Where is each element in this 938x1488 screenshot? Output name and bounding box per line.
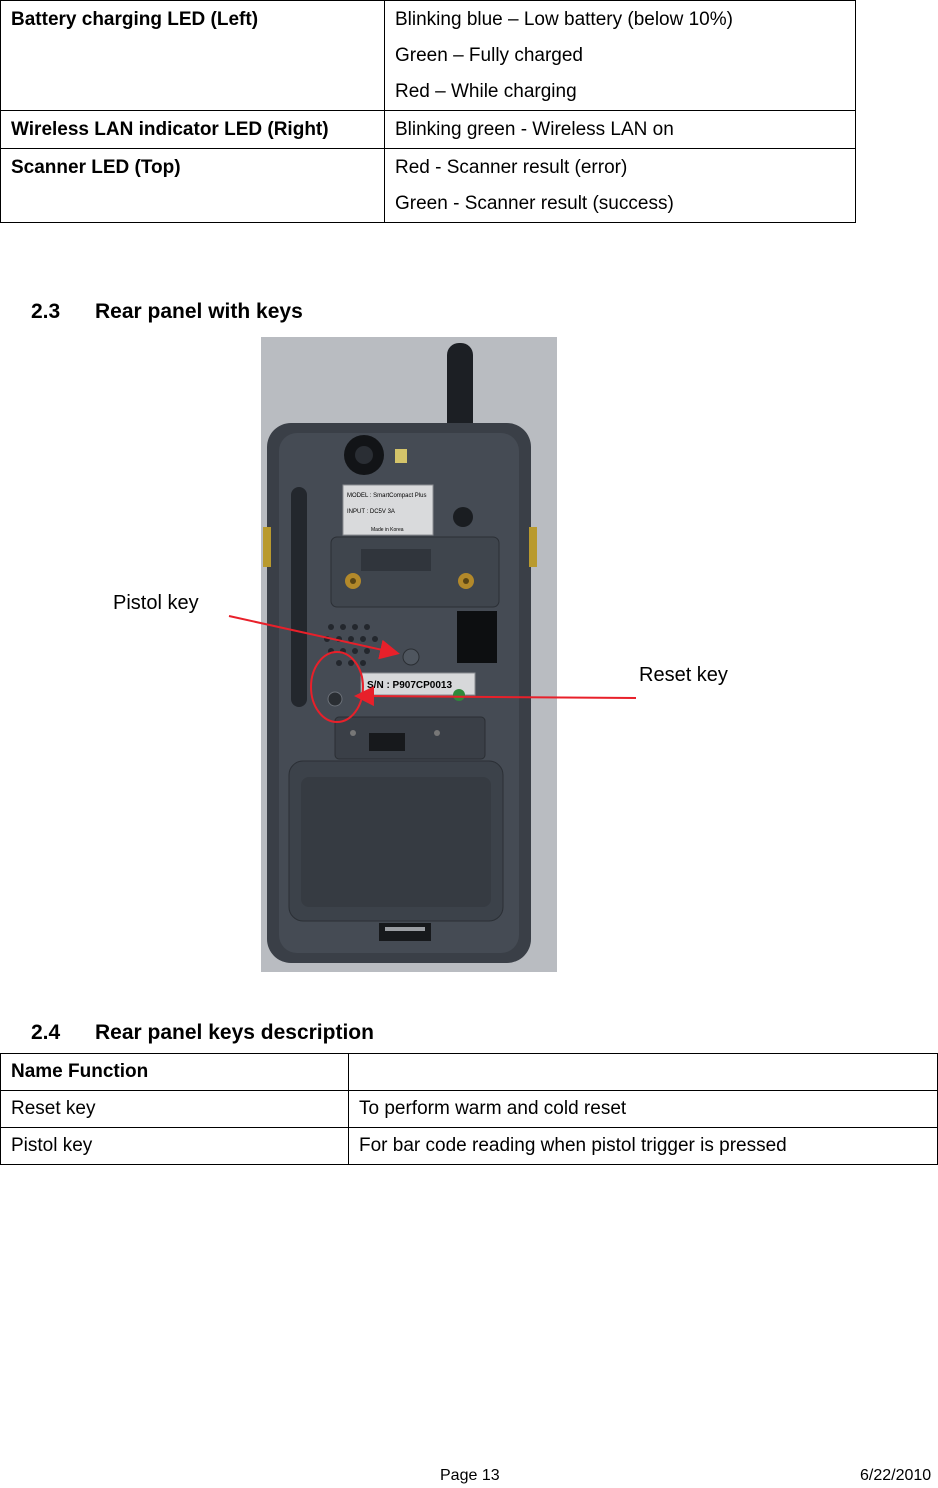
key-name-cell: Pistol key [0,1127,349,1165]
led-description: Blinking green - Wireless LAN on [384,110,856,149]
led-description: Blinking blue – Low battery (below 10%) … [384,0,856,111]
table-row: Reset key To perform warm and cold reset [0,1090,938,1128]
led-name: Scanner LED (Top) [0,148,385,223]
callout-reset-key: Reset key [639,664,728,686]
key-function-cell: To perform warm and cold reset [348,1090,938,1128]
table-row: Battery charging LED (Left) Blinking blu… [0,0,856,111]
made-in-label: Made in Korea [371,527,404,533]
led-name: Battery charging LED (Left) [0,0,385,111]
led-table: Battery charging LED (Left) Blinking blu… [0,0,856,223]
key-name-cell: Reset key [0,1090,349,1128]
table-row: Wireless LAN indicator LED (Right) Blink… [0,110,856,149]
table-header-row: Name Function [0,1053,938,1091]
key-function-cell: For bar code reading when pistol trigger… [348,1127,938,1165]
page-date: 6/22/2010 [860,1467,932,1484]
input-label: INPUT : DC5V 3A [347,509,395,515]
serial-label: S/N : P907CP0013 [367,680,452,691]
table-row: Scanner LED (Top) Red - Scanner result (… [0,148,856,223]
header-cell [348,1053,938,1091]
callout-pistol-key: Pistol key [113,592,199,614]
keys-table: Name Function Reset key To perform warm … [0,1053,938,1165]
page-number: Page 13 [440,1467,500,1484]
table-row: Pistol key For bar code reading when pis… [0,1127,938,1165]
led-description: Red - Scanner result (error) Green - Sca… [384,148,856,223]
device-rear-photo: MODEL : SmartCompact Plus INPUT : DC5V 3… [261,337,557,972]
led-name: Wireless LAN indicator LED (Right) [0,110,385,149]
model-label: MODEL : SmartCompact Plus [347,493,426,499]
header-cell: Name Function [0,1053,349,1091]
